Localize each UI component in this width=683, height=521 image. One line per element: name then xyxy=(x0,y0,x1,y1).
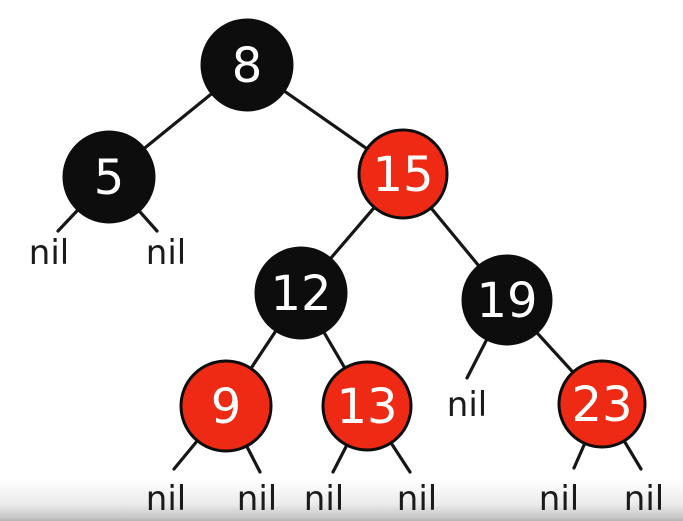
nil-label-5-left: nil xyxy=(29,233,69,273)
tree-nodes: 8 5 15 12 19 9 13 23 xyxy=(62,18,647,453)
node-19-circle xyxy=(461,254,553,346)
node-8-circle xyxy=(200,18,294,112)
node-15-circle xyxy=(357,128,449,220)
node-9-label: 9 xyxy=(211,379,242,435)
node-8-label: 8 xyxy=(232,38,263,94)
node-12-label: 12 xyxy=(270,266,331,322)
node-23-circle xyxy=(557,359,647,449)
nil-label-23-left: nil xyxy=(539,479,579,519)
node-13-circle xyxy=(321,360,413,452)
nil-label-9-right: nil xyxy=(237,479,277,519)
nil-label-13-left: nil xyxy=(304,479,344,519)
node-9-circle xyxy=(179,359,273,453)
nil-label-19-left: nil xyxy=(447,385,487,425)
bottom-gradient-strip xyxy=(0,479,683,521)
node-19-label: 19 xyxy=(476,273,537,329)
node-12-circle xyxy=(254,246,348,340)
node-13-label: 13 xyxy=(336,379,397,435)
node-23-label: 23 xyxy=(571,377,632,433)
node-5-label: 5 xyxy=(94,150,125,206)
node-15-label: 15 xyxy=(372,147,433,203)
nil-label-13-right: nil xyxy=(397,479,437,519)
node-5-circle xyxy=(62,130,156,224)
nil-label-23-right: nil xyxy=(624,479,664,519)
nil-label-5-right: nil xyxy=(146,233,186,273)
nil-labels: nil nil nil nil nil nil nil nil nil xyxy=(29,233,664,519)
nil-label-9-left: nil xyxy=(146,479,186,519)
